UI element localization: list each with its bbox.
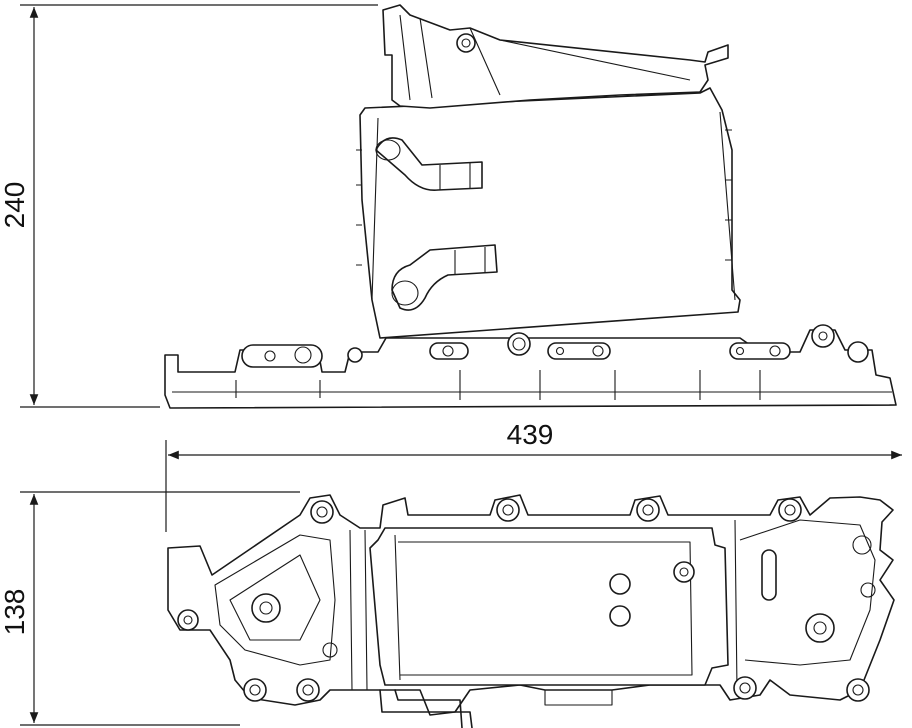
top-view-bolt-holes bbox=[177, 498, 876, 702]
top-view-cooler-inner bbox=[394, 534, 693, 681]
top-view-slot bbox=[761, 549, 777, 601]
dimension-height-bottom: 138 bbox=[0, 491, 300, 726]
side-view-top-inlet bbox=[382, 4, 729, 109]
top-view-bottom-pipe bbox=[379, 689, 613, 728]
dimension-width: 439 bbox=[165, 419, 902, 532]
dimension-height-top: 240 bbox=[0, 4, 378, 408]
side-view-coolant-pipe-lower bbox=[391, 244, 498, 311]
dimension-label-height-bottom: 138 bbox=[0, 589, 30, 636]
side-view-mount-bosses bbox=[241, 324, 869, 368]
dimension-label-width: 439 bbox=[507, 419, 554, 450]
side-view bbox=[164, 4, 897, 409]
top-view-left-boss bbox=[251, 593, 281, 623]
top-view bbox=[167, 494, 895, 728]
top-view-cooler-body bbox=[369, 527, 729, 686]
top-view-left-flange bbox=[214, 534, 336, 666]
side-view-coolant-pipe-upper bbox=[375, 137, 483, 192]
top-view-right-flange bbox=[739, 519, 876, 666]
side-view-base-ribs bbox=[235, 370, 761, 400]
top-view-rails bbox=[349, 519, 738, 691]
dimension-label-height-top: 240 bbox=[0, 182, 30, 229]
side-view-cooler-housing bbox=[359, 87, 741, 339]
side-view-inlet-ribs bbox=[399, 14, 691, 101]
side-view-inlet-boss bbox=[456, 33, 476, 53]
side-view-housing-tabs bbox=[356, 129, 732, 266]
